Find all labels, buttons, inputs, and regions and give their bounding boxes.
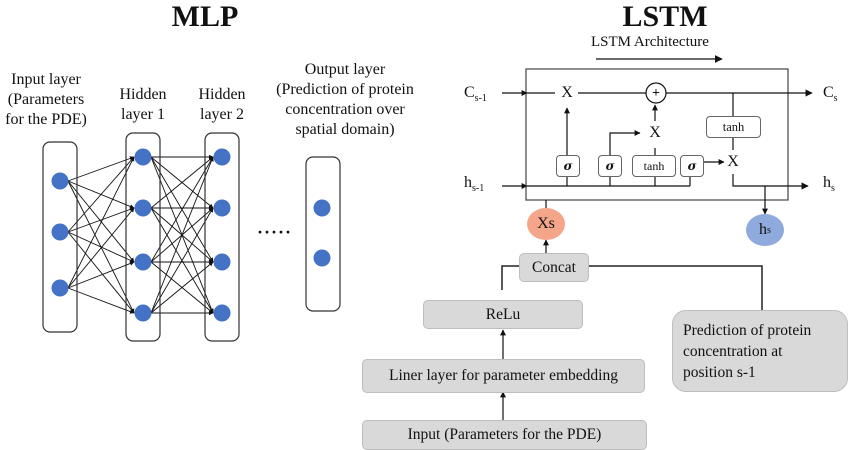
hidden1-node (134, 253, 152, 271)
mlp-title: MLP (171, 0, 239, 33)
ellipsis: ····· (257, 222, 293, 242)
hidden2-node (213, 304, 231, 322)
input-multiply-operator: X (649, 124, 661, 141)
hidden-in-label: hs-1 (464, 174, 485, 195)
mlp-edge (67, 156, 135, 289)
mlp-edge (150, 261, 214, 314)
add-operator (645, 82, 667, 104)
mlp-edge (67, 156, 135, 182)
relu-box: ReLu (423, 300, 583, 329)
hidden-out-label: hs (823, 174, 835, 195)
mlp-edge (150, 156, 214, 209)
input-layer-box (42, 141, 78, 333)
forget-multiply-operator: X (561, 84, 573, 101)
output-gate-sigma: σ (680, 155, 704, 177)
mlp-edge (67, 287, 135, 314)
hidden-layer-2-label: Hidden layer 2 (198, 86, 246, 123)
input-node (51, 223, 69, 241)
lstm-title: LSTM (622, 0, 708, 33)
mlp-edge (67, 207, 135, 233)
output-node (313, 249, 331, 267)
forget-gate-sigma: σ (556, 155, 580, 177)
candidate-tanh: tanh (632, 155, 676, 177)
output-layer-label: Output layer (Prediction of protein conc… (276, 61, 414, 138)
hidden-layer-1-label: Hidden layer 1 (119, 86, 167, 123)
hidden-layer-1-box (125, 132, 161, 342)
mlp-edge (67, 231, 135, 263)
input-node (51, 279, 69, 297)
output-tanh: tanh (706, 116, 761, 138)
hidden2-node (213, 148, 231, 166)
hidden1-node (134, 148, 152, 166)
mlp-edge (150, 156, 214, 263)
cell-state-in-label: Cs-1 (464, 84, 487, 105)
output-node (313, 199, 331, 217)
mlp-edges (67, 154, 214, 316)
cell-state-out-label: Cs (823, 84, 838, 105)
mlp-edge (150, 207, 214, 314)
mlp-nodes (51, 148, 331, 322)
hidden2-node (213, 253, 231, 271)
hidden1-node (134, 304, 152, 322)
mlp-edge (67, 207, 135, 289)
input-gate-sigma: σ (598, 155, 622, 177)
mlp-edge (67, 261, 135, 289)
mlp-edge (67, 156, 135, 233)
prediction-box: Prediction of protein concentration at p… (672, 310, 848, 392)
input-layer-label: Input layer (Parameters for the PDE) (5, 71, 87, 128)
linear-embedding-box: Liner layer for parameter embedding (362, 359, 645, 393)
add-symbol: + (652, 86, 660, 101)
mlp-edge (67, 231, 135, 314)
hidden1-node (134, 199, 152, 217)
output-multiply-operator: X (727, 153, 739, 170)
lstm-cell-box (525, 68, 789, 201)
input-node (51, 172, 69, 190)
output-layer-box (305, 156, 341, 312)
input-box: Input (Parameters for the PDE) (362, 420, 647, 450)
mlp-edge (150, 156, 214, 314)
hidden2-node (213, 199, 231, 217)
architecture-label: LSTM Architecture (591, 34, 709, 50)
hidden-layer-2-box (204, 132, 240, 342)
xs-node: Xs (527, 208, 565, 240)
concat-box: Concat (519, 253, 589, 282)
